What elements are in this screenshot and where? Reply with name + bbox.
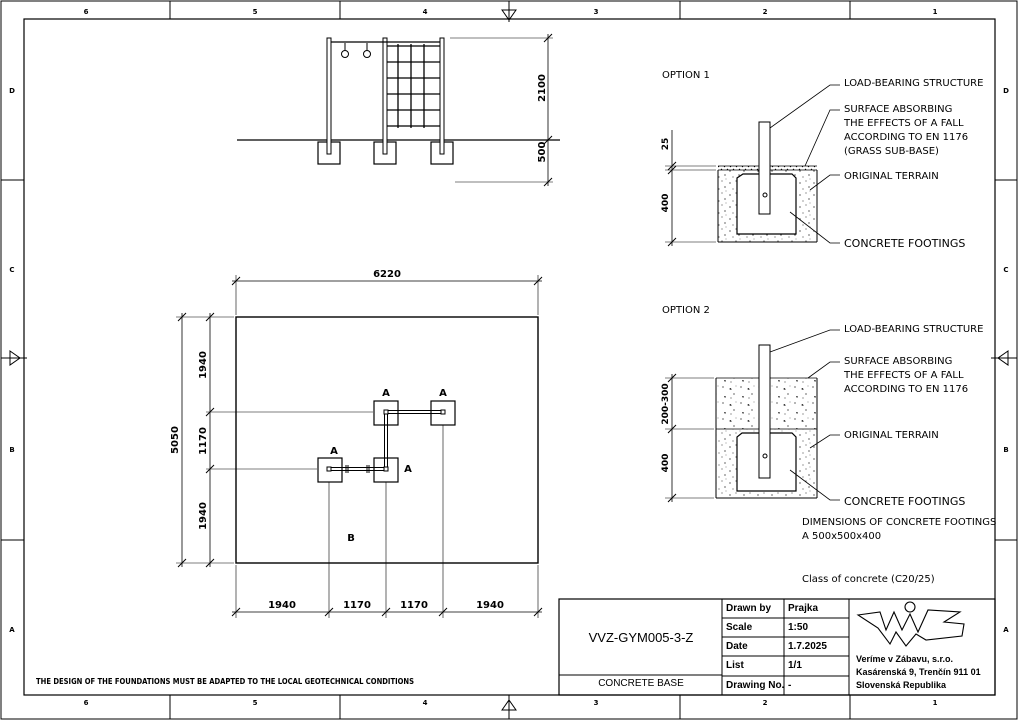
footing-label: A	[404, 464, 412, 475]
zone-col-6-top: 6	[84, 8, 89, 16]
option1-label-load: LOAD-BEARING STRUCTURE	[844, 78, 983, 89]
option1-label-surface: SURFACE ABSORBING	[844, 104, 952, 115]
plan-dim-width: 6220	[373, 269, 401, 280]
company-country: Slovenská Republika	[856, 680, 947, 690]
title-label-date: Date	[726, 641, 748, 652]
plan-dim-left-3: 1940	[198, 502, 209, 530]
footing-label: A	[439, 388, 447, 399]
footing-label: A	[330, 446, 338, 457]
geotechnical-note: THE DESIGN OF THE FOUNDATIONS MUST BE AD…	[36, 676, 414, 686]
zone-col-6-bottom: 6	[84, 699, 89, 707]
plan-dim-bottom-4: 1940	[476, 600, 504, 611]
zone-row-b-left: B	[9, 446, 14, 454]
plan-dim-bottom-3: 1170	[400, 600, 428, 611]
option2-section	[665, 329, 840, 503]
option1-label-surface: (GRASS SUB-BASE)	[844, 146, 939, 157]
title-value-list: 1/1	[788, 660, 802, 671]
option1-dim-25: 25	[661, 138, 671, 151]
zone-col-4-top: 4	[423, 8, 428, 16]
plan-dim-height: 5050	[170, 426, 181, 454]
title-value-date: 1.7.2025	[788, 641, 827, 652]
drawing-code: VVZ-GYM005-3-Z	[588, 630, 694, 645]
option2-label-footings: CONCRETE FOOTINGS	[844, 495, 965, 508]
footing-dimensions-note: DIMENSIONS OF CONCRETE FOOTINGS	[802, 517, 996, 528]
plan-view	[176, 275, 543, 618]
zone-col-5-bottom: 5	[253, 699, 258, 707]
zone-row-a-right: A	[1003, 626, 1009, 634]
zone-col-2-top: 2	[763, 8, 768, 16]
zone-col-3-bottom: 3	[594, 699, 599, 707]
zone-col-3-top: 3	[594, 8, 599, 16]
option1-dim-400: 400	[661, 194, 671, 213]
company-address: Kasárenská 9, Trenčín 911 01	[856, 667, 981, 677]
option1-label-terrain: ORIGINAL TERRAIN	[844, 171, 939, 182]
title-block	[558, 598, 996, 696]
title-value-drawn-by: Prajka	[788, 603, 819, 614]
zone-col-1-bottom: 1	[933, 699, 938, 707]
title-label-drawn-by: Drawn by	[726, 603, 772, 614]
option2-label-surface: ACCORDING TO EN 1176	[844, 384, 968, 395]
zone-col-4-bottom: 4	[423, 699, 428, 707]
option2-dim-200-300: 200-300	[661, 383, 671, 424]
zone-col-5-top: 5	[253, 8, 258, 16]
option1-label-surface: ACCORDING TO EN 1176	[844, 132, 968, 143]
option2-label-terrain: ORIGINAL TERRAIN	[844, 430, 939, 441]
plan-dim-bottom-1: 1940	[268, 600, 296, 611]
elevation-dim-base: 500	[537, 142, 548, 163]
title-value-scale: 1:50	[788, 622, 809, 633]
option2-title: OPTION 2	[662, 305, 710, 316]
zone-row-b-right: B	[1003, 446, 1008, 454]
zone-row-c-right: C	[1003, 266, 1008, 274]
zone-row-d-right: D	[1003, 87, 1009, 95]
option1-label-surface: THE EFFECTS OF A FALL	[843, 118, 964, 129]
plan-area-label: B	[347, 533, 355, 544]
title-value-drawing-no: -	[788, 680, 792, 691]
zone-row-a-left: A	[9, 626, 15, 634]
option1-section	[665, 84, 840, 247]
option1-label-footings: CONCRETE FOOTINGS	[844, 237, 965, 250]
company-name: Veríme v Zábavu, s.r.o.	[856, 654, 954, 664]
plan-dim-left-1: 1940	[198, 351, 209, 379]
footing-label: A	[382, 388, 390, 399]
title-label-drawing-no: Drawing No.	[726, 680, 785, 691]
title-label-scale: Scale	[726, 622, 753, 633]
footing-dimensions-note: A 500x500x400	[802, 531, 881, 542]
elevation-dim-height: 2100	[537, 74, 548, 102]
zone-col-1-top: 1	[933, 8, 938, 16]
option1-title: OPTION 1	[662, 70, 710, 81]
zone-col-2-bottom: 2	[763, 699, 768, 707]
vvz-logo	[856, 601, 965, 647]
drawing-name: CONCRETE BASE	[598, 678, 684, 689]
plan-dim-bottom-2: 1170	[343, 600, 371, 611]
elevation-view	[237, 33, 560, 187]
option2-dim-400: 400	[661, 454, 671, 473]
option2-label-surface: THE EFFECTS OF A FALL	[843, 370, 964, 381]
zone-row-c-left: C	[9, 266, 14, 274]
zone-row-d-left: D	[9, 87, 15, 95]
option2-label-surface: SURFACE ABSORBING	[844, 356, 952, 367]
option2-label-load: LOAD-BEARING STRUCTURE	[844, 324, 983, 335]
concrete-class-note: Class of concrete (C20/25)	[802, 574, 935, 585]
title-label-list: List	[726, 660, 744, 671]
plan-dim-left-2: 1170	[198, 427, 209, 455]
